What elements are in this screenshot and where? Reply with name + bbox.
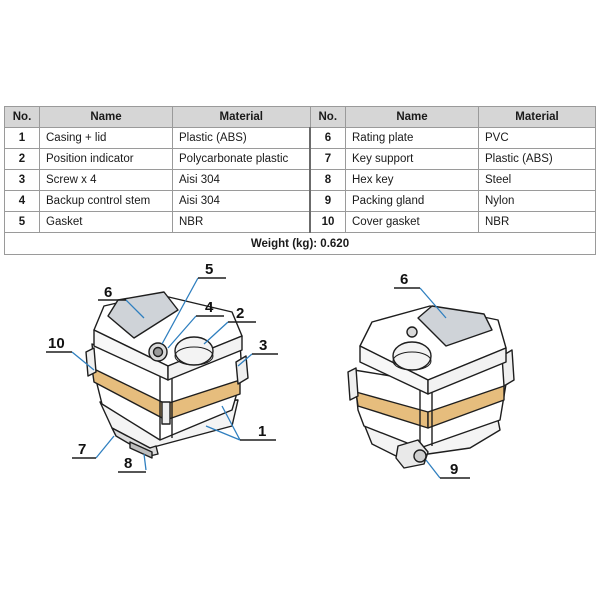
callout-4: 4 — [205, 299, 214, 316]
col-name-right: Name — [345, 106, 479, 128]
actuator-left-view — [85, 291, 249, 459]
leader-10 — [71, 351, 95, 371]
callout-underlines — [46, 277, 470, 479]
part-name: Backup control stem — [39, 190, 173, 212]
callout-6-left: 6 — [104, 284, 112, 301]
leader-9 — [425, 459, 441, 479]
callout-8: 8 — [124, 455, 132, 472]
part-name: Rating plate — [345, 127, 479, 149]
col-name-left: Name — [39, 106, 173, 128]
leader-4 — [167, 315, 197, 349]
rating-plate — [417, 305, 493, 347]
leader-8 — [143, 453, 147, 471]
part-name: Key support — [345, 148, 479, 170]
leader-1a — [205, 425, 241, 441]
part-name: Position indicator — [39, 148, 173, 170]
callout-1: 1 — [258, 423, 266, 440]
col-material-left: Material — [172, 106, 311, 128]
callout-6-right: 6 — [400, 271, 408, 288]
callout-9: 9 — [450, 461, 458, 478]
weight-total: Weight (kg): 0.620 — [4, 232, 596, 255]
table-header-row: No. Name Material No. Name Material — [4, 106, 596, 128]
callout-3: 3 — [259, 337, 267, 354]
leader-2 — [203, 321, 229, 345]
leader-3 — [237, 353, 253, 367]
gasket-band-front — [427, 385, 505, 429]
parts-table: No. Name Material No. Name Material 1 Ca… — [4, 106, 596, 255]
leader-6a — [125, 299, 145, 319]
part-material: Steel — [478, 169, 596, 191]
part-material: Nylon — [478, 190, 596, 212]
hex-key — [129, 441, 153, 459]
leader-5 — [161, 277, 199, 345]
position-indicator — [392, 341, 432, 371]
leader-7 — [95, 435, 115, 459]
weight-row: Weight (kg): 0.620 — [4, 232, 596, 255]
leader-6b — [419, 287, 447, 319]
callout-7: 7 — [78, 441, 86, 458]
actuator-right-view — [347, 305, 515, 469]
callout-10: 10 — [48, 335, 65, 352]
col-material-right: Material — [478, 106, 596, 128]
callout-2: 2 — [236, 305, 244, 322]
col-no-left: No. — [4, 106, 40, 128]
leader-1b — [221, 405, 241, 441]
rating-plate — [107, 291, 179, 339]
callout-5: 5 — [205, 261, 213, 278]
table-row: 3 Screw x 4 Aisi 304 8 Hex key Steel — [4, 169, 596, 191]
leader-lines — [71, 277, 447, 479]
table-row: 2 Position indicator Polycarbonate plast… — [4, 148, 596, 170]
part-name: Hex key — [345, 169, 479, 191]
table-row: 4 Backup control stem Aisi 304 9 Packing… — [4, 190, 596, 212]
